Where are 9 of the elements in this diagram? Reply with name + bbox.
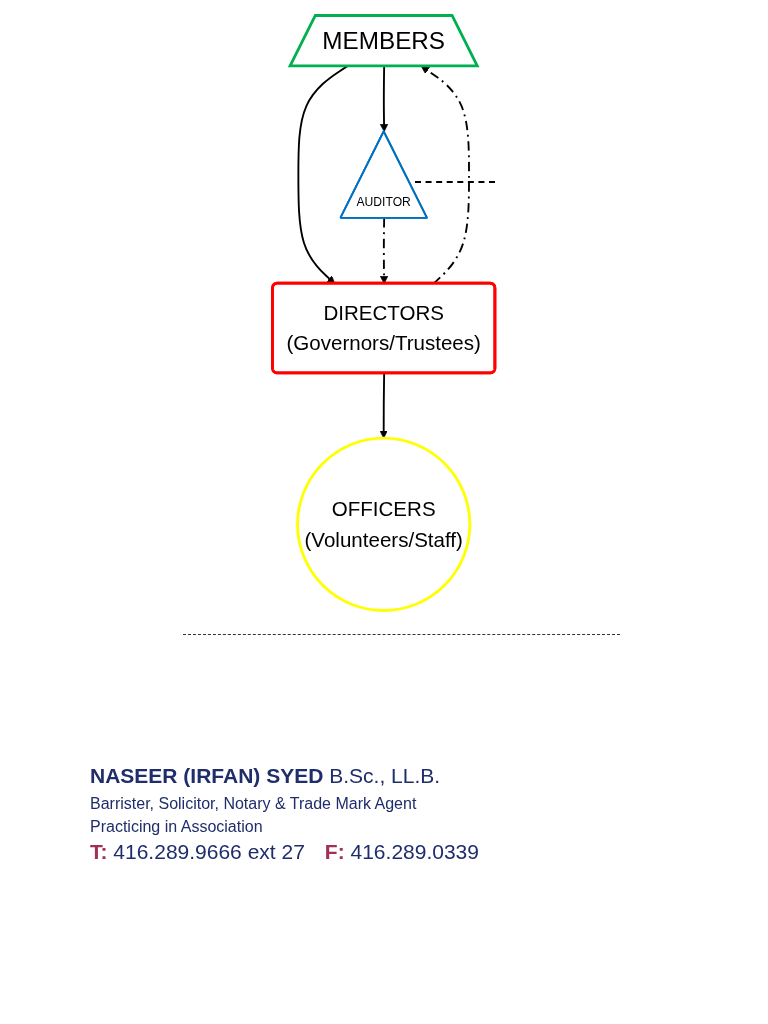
fax-number: F: 416.289.0339 — [324, 840, 479, 864]
job-title: Barrister, Solicitor, Notary & Trade Mark Agent — [90, 794, 418, 814]
association-note: Practicing in Association — [90, 817, 264, 837]
person-name: NASEER (IRFAN) SYED B.Sc., LL.B. — [90, 764, 442, 788]
org-diagram: MEMBERS AUDITOR DIRECTORS (Governors/Trustees) OFFICERS (Volunteers/Staff) — [265, 8, 503, 618]
arrow — [380, 65, 389, 133]
node-circle — [296, 436, 472, 612]
arrow — [379, 372, 389, 439]
phone-number: T: 416.289.9666 ext 27 — [90, 840, 305, 864]
